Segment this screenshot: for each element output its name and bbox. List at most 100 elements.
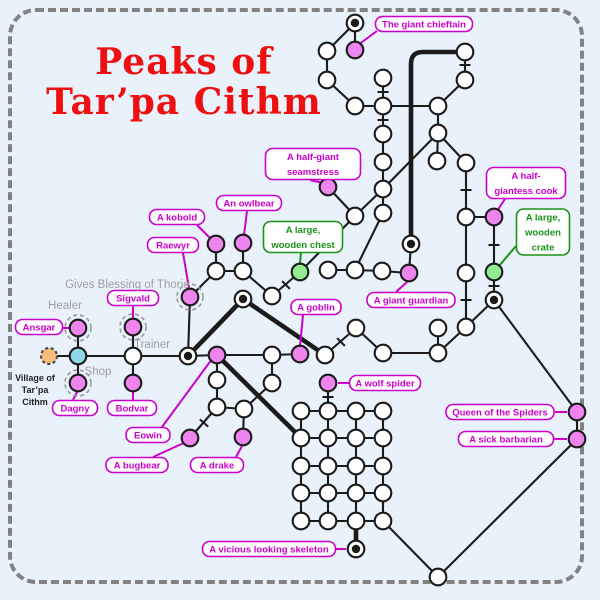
wooden-chest-room bbox=[290, 262, 310, 282]
room-node-g12 bbox=[318, 401, 338, 421]
room-node-n41 bbox=[372, 261, 392, 281]
label-text-sigvald-0: Sigvald bbox=[116, 294, 150, 305]
label-box-wooden-chest bbox=[262, 220, 344, 254]
label-box-wooden-crate bbox=[515, 208, 571, 256]
bodvar-room bbox=[123, 373, 143, 393]
label-pointer-eowin bbox=[161, 358, 213, 428]
label-box-half-giant-seamstress bbox=[264, 147, 362, 181]
map-edge-n38-n51 bbox=[186, 296, 192, 357]
chieftain-upper-room-stairs-dot-icon bbox=[350, 18, 360, 28]
drake-room bbox=[233, 427, 253, 447]
room-node-n26 bbox=[428, 318, 448, 338]
shop-room bbox=[123, 346, 143, 366]
annotation-healer-note-0: Healer bbox=[48, 300, 82, 312]
label-text-raewyr-0: Raewyr bbox=[156, 241, 190, 252]
room-node-g31 bbox=[291, 456, 311, 476]
map-title: Peaks of Tar’pa Cithm bbox=[0, 42, 368, 122]
skeleton-room-stairs-dot-icon bbox=[351, 544, 361, 554]
map-thick-edge-n37-n30 bbox=[241, 297, 327, 357]
room-node-g22 bbox=[318, 428, 338, 448]
map-edge-g54-n63 bbox=[382, 520, 439, 578]
label-text-goblin-0: A goblin bbox=[297, 303, 335, 314]
label-text-half-giantess-cook-0: A half- bbox=[511, 171, 540, 182]
label-text-giant-chieftain-0: The giant chieftain bbox=[382, 20, 466, 31]
label-pointer-raewyr bbox=[182, 252, 190, 289]
room-node-n28 bbox=[373, 343, 393, 363]
map-edge-n17-n42 bbox=[354, 212, 384, 271]
label-text-half-giantess-cook-1: giantess cook bbox=[494, 186, 558, 197]
label-text-kobold-0: A kobold bbox=[157, 213, 197, 224]
room-node-n27 bbox=[428, 343, 448, 363]
room-node-g43 bbox=[346, 483, 366, 503]
blessing-dashed-circle-2 bbox=[64, 369, 92, 397]
label-text-owlbear-0: An owlbear bbox=[223, 199, 275, 210]
room-node-g54 bbox=[373, 511, 393, 531]
room-node-n11 bbox=[455, 70, 475, 90]
seamstress-room bbox=[318, 177, 338, 197]
label-text-wolf-spider-0: A wolf spider bbox=[355, 379, 415, 390]
sigvald-room bbox=[123, 317, 143, 337]
room-node-n8 bbox=[373, 124, 393, 144]
wolf-spider-room bbox=[318, 373, 338, 393]
room-node-n6 bbox=[373, 96, 393, 116]
label-box-sick-barbarian bbox=[457, 430, 555, 448]
room-node-n3 bbox=[317, 41, 337, 61]
room-node-n13 bbox=[427, 151, 447, 171]
label-box-eowin bbox=[125, 426, 171, 444]
label-box-ansgar bbox=[14, 318, 64, 336]
label-box-giant-chieftain bbox=[374, 15, 474, 33]
room-node-g34 bbox=[373, 456, 393, 476]
blessing-dashed-circle-3 bbox=[176, 283, 204, 311]
label-text-bodvar-0: Bodvar bbox=[116, 404, 149, 415]
label-text-sick-barbarian-0: A sick barbarian bbox=[469, 435, 543, 446]
map-edge-n24-n64 bbox=[493, 299, 578, 413]
room-node-g11 bbox=[291, 401, 311, 421]
label-box-owlbear bbox=[215, 194, 283, 212]
label-text-queen-of-spiders-0: Queen of the Spiders bbox=[452, 408, 548, 419]
label-box-bugbear bbox=[105, 456, 169, 474]
label-box-half-giantess-cook bbox=[485, 166, 567, 200]
giant-chieftain-room bbox=[345, 40, 365, 60]
room-node-g13 bbox=[346, 401, 366, 421]
room-node-n7 bbox=[373, 68, 393, 88]
label-pointer-wooden-crate bbox=[498, 245, 517, 267]
exit-tick-8 bbox=[336, 337, 346, 347]
exit-tick-7 bbox=[281, 280, 291, 290]
village-entry-room bbox=[68, 346, 88, 366]
wooden-crate-room bbox=[484, 262, 504, 282]
room-node-g52 bbox=[318, 511, 338, 531]
map-title-line1: Peaks of bbox=[95, 41, 273, 83]
label-text-ansgar-0: Ansgar bbox=[23, 323, 56, 334]
room-node-g21 bbox=[291, 428, 311, 448]
room-node-n29 bbox=[346, 318, 366, 338]
map-dashed-border bbox=[8, 8, 584, 584]
room-node-n24-stairs-dot-icon bbox=[489, 295, 499, 305]
annotation-village-caption-2: Cithm bbox=[22, 397, 48, 407]
exit-tick-9 bbox=[199, 418, 209, 428]
room-node-n48 bbox=[207, 397, 227, 417]
room-node-g14 bbox=[373, 401, 393, 421]
room-node-g53 bbox=[346, 511, 366, 531]
label-pointer-giant-chieftain bbox=[357, 30, 378, 46]
sick-barbarian-room bbox=[567, 429, 587, 449]
room-node-n25 bbox=[456, 317, 476, 337]
trainer-room-stairs-dot-icon bbox=[183, 351, 193, 361]
room-node-n32 bbox=[262, 286, 282, 306]
annotation-shop-note-0: Shop bbox=[85, 366, 112, 378]
room-node-g32 bbox=[318, 456, 338, 476]
label-box-wolf-spider bbox=[348, 374, 422, 392]
label-text-wooden-chest-0: A large, bbox=[286, 225, 321, 236]
label-text-bugbear-0: A bugbear bbox=[114, 461, 161, 472]
room-node-n34 bbox=[206, 261, 226, 281]
room-node-n14 bbox=[456, 153, 476, 173]
label-text-eowin-0: Eowin bbox=[134, 431, 162, 442]
blessing-dashed-circle-0 bbox=[64, 314, 92, 342]
room-node-n17 bbox=[373, 203, 393, 223]
room-node-n47 bbox=[234, 399, 254, 419]
label-pointer-goblin bbox=[299, 314, 304, 347]
label-box-queen-of-spiders bbox=[445, 403, 555, 421]
annotation-village-caption-1: Tar’pa bbox=[22, 385, 50, 395]
annotation-blessing-note-0: Gives Blessing of Thoric bbox=[65, 279, 189, 291]
